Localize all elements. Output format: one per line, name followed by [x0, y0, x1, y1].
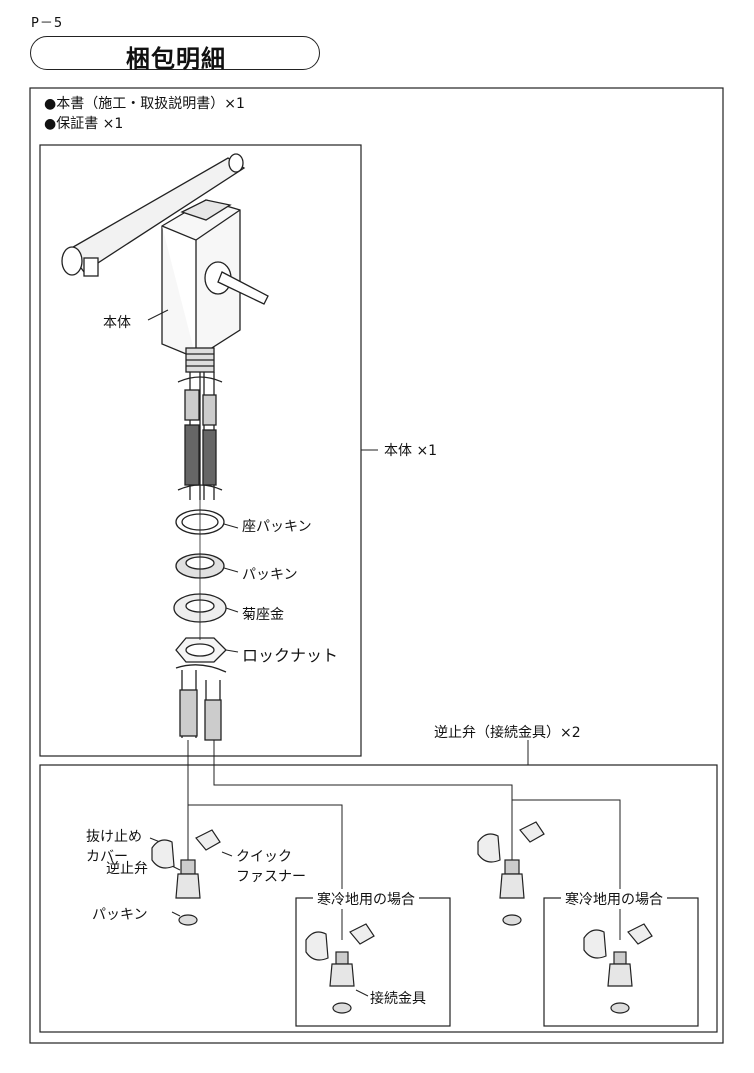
section-title-box: 梱包明細 — [30, 36, 320, 73]
label-seat-packing: 座パッキン — [242, 519, 312, 535]
outer-frame — [29, 87, 724, 1044]
label-washer: 菊座金 — [242, 607, 284, 623]
label-packing-small: パッキン — [92, 907, 148, 923]
label-lock-nut: ロックナット — [242, 646, 339, 665]
page-number: P－5 — [31, 16, 64, 31]
check-valve-box — [39, 764, 718, 1033]
label-packing: パッキン — [242, 567, 298, 583]
included-item-warranty: ●保証書 ×1 — [44, 116, 124, 132]
label-fitting: 接続金具 — [370, 991, 426, 1007]
label-check-valve: 逆止弁 — [106, 861, 148, 877]
label-cold-region-1: 寒冷地用の場合 — [313, 889, 419, 909]
label-slip-cover-1: 抜け止め — [86, 829, 142, 845]
label-body: 本体 — [103, 315, 131, 331]
included-item-manual: ●本書（施工・取扱説明書）×1 — [44, 96, 245, 112]
faucet-body-drawing — [61, 153, 269, 741]
check-valve-parts — [151, 821, 653, 1014]
label-cold-region-2: 寒冷地用の場合 — [561, 889, 667, 909]
label-quick-fastener-1: クイック — [236, 849, 292, 865]
section-title: 梱包明細 — [126, 45, 226, 73]
label-quick-fastener-2: ファスナー — [236, 869, 306, 885]
label-check-valve-group: 逆止弁（接続金具）×2 — [434, 725, 581, 741]
label-body-count: 本体 ×1 — [384, 443, 438, 459]
label-slip-cover-2: カバー — [86, 849, 128, 865]
